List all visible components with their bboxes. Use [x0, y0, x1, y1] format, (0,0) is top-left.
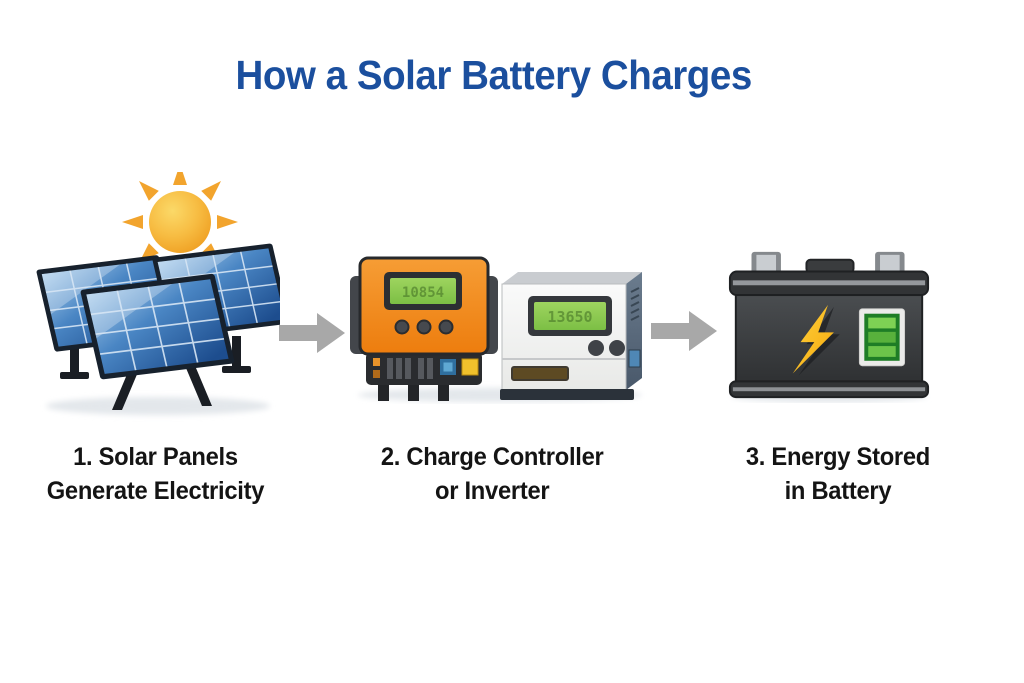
- charge-controller-icon: 10854: [350, 256, 498, 401]
- arrow-right-icon: [279, 313, 345, 353]
- inverter-base: [500, 389, 634, 400]
- side-port: [628, 349, 641, 368]
- inverter-buttons: [588, 340, 625, 356]
- flow-arrow-1: [279, 312, 347, 359]
- caption-line: Generate Electricity: [46, 477, 264, 505]
- step-3-caption: 3. Energy Stored in Battery: [698, 440, 978, 508]
- step-1-figure: [28, 164, 292, 429]
- caption-line: 1. Solar Panels: [72, 443, 238, 471]
- lcd-reading: 13650: [547, 308, 592, 326]
- charge-controller-inverter-icon: 10854: [350, 256, 642, 402]
- caption-line: 2. Charge Controller: [380, 443, 604, 471]
- lcd-display: [390, 278, 456, 304]
- battery-level-icon: [858, 308, 906, 367]
- lcd-reading: 10854: [402, 285, 444, 301]
- battery-terminals: [751, 251, 905, 276]
- battery-icon: [728, 251, 930, 403]
- caption-line: 3. Energy Stored: [745, 443, 931, 471]
- controller-buttons: [394, 319, 454, 335]
- ground-shadow: [46, 397, 270, 415]
- caption-line: or Inverter: [434, 477, 550, 505]
- solar-panel: [79, 272, 236, 381]
- page-title-text: How a Solar Battery Charges: [235, 52, 753, 98]
- caption-line: in Battery: [784, 477, 892, 505]
- step-1-caption: 1. Solar Panels Generate Electricity: [5, 440, 305, 508]
- step-2-figure: 10854: [350, 246, 650, 409]
- lightning-bolt-icon: [792, 304, 840, 376]
- inverter-icon: 13650: [500, 272, 642, 400]
- solar-panel-array: [35, 242, 292, 410]
- page-title: How a Solar Battery Charges: [0, 52, 988, 99]
- arrow-right-icon: [651, 311, 717, 351]
- vent-slot: [511, 366, 569, 381]
- step-2-caption: 2. Charge Controller or Inverter: [342, 440, 642, 508]
- solar-panels-sun-icon: [35, 164, 292, 415]
- flow-arrow-2: [651, 310, 719, 357]
- lcd-display: [534, 302, 606, 330]
- step-3-figure: [726, 246, 932, 408]
